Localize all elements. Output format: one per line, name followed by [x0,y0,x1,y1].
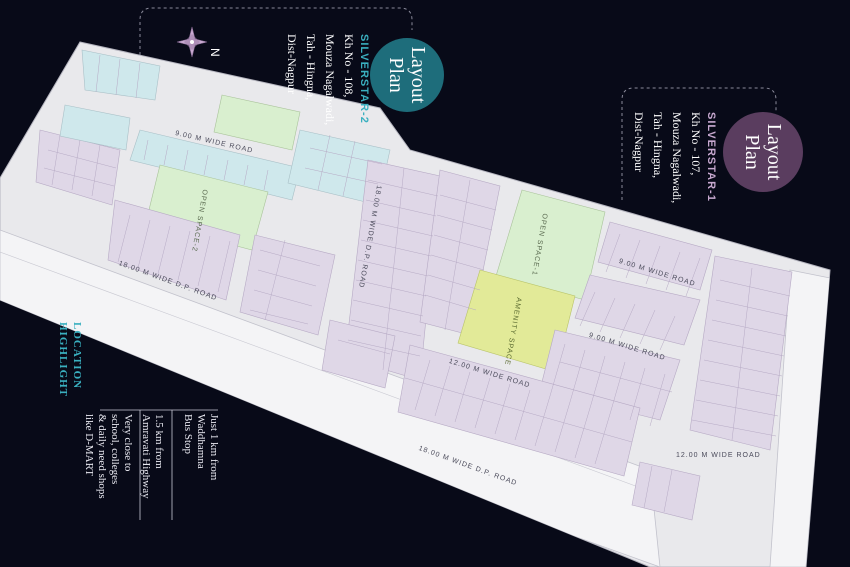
location-separators [100,409,218,520]
location-item-highway-line0: 1.5 km from [153,414,165,469]
layout-plan-1-detail-1: Mouza Nagalwadi, [670,112,684,204]
compass-north-label: N [208,48,222,57]
plots-purple-far-east [689,255,793,451]
location-highlight-title-line2: HIGHLIGHT [57,322,69,398]
plots-purple-east-a [597,221,713,291]
location-item-bus-stop-line1: Waddhamna [195,414,207,469]
layout-plan-1-badge: Layout Plan [723,112,803,192]
location-highlight-title: LOCATION HIGHLIGHT [56,322,84,397]
layout-plan-1-detail-2: Tah - Hingna, [651,112,665,179]
layout-plan-1-detail-3: Dist-Nagpur [632,112,646,172]
plan2-connector [139,7,413,55]
layout-plan-1-detail-0: Kh No - 107, [689,112,703,176]
plots-purple-east-b [574,274,701,346]
location-item-bus-stop: Just 1 km from Waddhamna Bus Stop [181,414,220,480]
layout-plan-1-title: Layout Plan [741,124,785,181]
plot-grid-lines [43,54,791,513]
road-label-12m-right: 12.00 M WIDE ROAD [676,452,761,459]
plots-purple-southeast [631,461,701,521]
layout-plan-2-title-line1: Layout [407,46,429,104]
layout-plan-1-title-line2: Plan [741,134,763,170]
plots-cyan-west [59,104,131,151]
open-space-green-north [213,94,301,151]
layout-plan-2-details: SILVERSTAR-2 Kh No - 108, Mouza Nagalwad… [282,34,370,125]
layout-plan-2-title: Layout Plan [385,47,429,104]
location-item-bus-stop-line0: Just 1 km from [208,414,220,481]
compass-rose [176,26,208,58]
plots-cyan-centre [129,129,301,201]
plan1-connector [621,87,777,200]
location-item-schools-line1: school, colleges [109,414,121,485]
right-road-band [769,269,830,567]
layout-plan-2-detail-3: Dist-Nagpur [285,34,299,94]
location-item-highway-line1: Amravati Highway [140,414,152,499]
layout-plan-2-title-line2: Plan [385,57,407,93]
location-highlight-title-line1: LOCATION [71,322,83,390]
layout-plan-2-name: SILVERSTAR-2 [358,34,370,124]
layout-plan-2-detail-2: Tah - Hingna, [304,34,318,101]
layout-plan-1-name: SILVERSTAR-1 [705,112,717,202]
plots-purple-south-centre [239,234,336,336]
location-item-schools-line3: like D-MART [83,414,95,476]
layout-plan-2-badge: Layout Plan [370,38,444,112]
layout-plan-1-details: SILVERSTAR-1 Kh No - 107, Mouza Nagalwad… [629,112,717,203]
plots-cyan-nw [81,49,161,101]
location-item-highway: 1.5 km from Amravati Highway [139,414,165,499]
layout-plan-1-title-line1: Layout [763,123,785,181]
location-item-schools-line2: & daily need shops [96,414,108,499]
location-item-bus-stop-line2: Bus Stop [182,414,194,455]
plots-purple-lower-centre [321,319,396,389]
layout-plan-2-detail-0: Kh No - 108, [342,34,356,98]
location-item-schools: Very close to school, colleges & daily n… [82,414,134,499]
layout-plan-2-detail-1: Mouza Nagalwadi, [323,34,337,126]
location-item-schools-line0: Very close to [122,414,134,472]
plots-purple-sw [107,199,241,301]
